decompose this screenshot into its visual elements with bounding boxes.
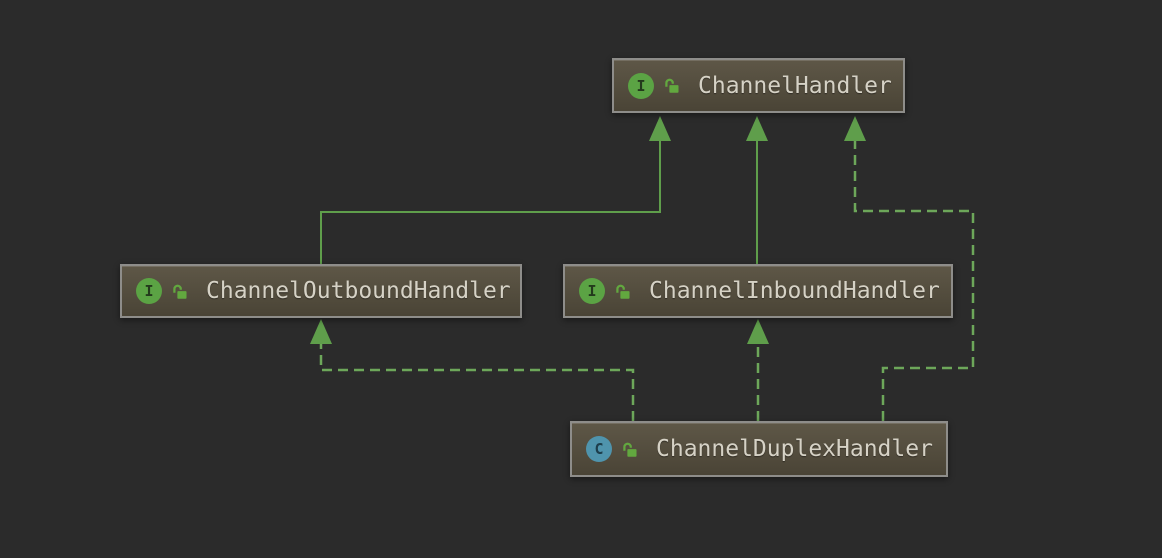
node-channelinboundhandler[interactable]: I ChannelInboundHandler (563, 264, 953, 318)
edge-duplex-implements-inbound (747, 319, 769, 421)
interface-icon: I (579, 278, 605, 304)
unlocked-icon (665, 78, 679, 93)
interface-icon: I (628, 72, 654, 99)
unlocked-icon (616, 284, 630, 299)
edge-outbound-extends-handler (320, 116, 671, 264)
extends-arrowhead (649, 116, 671, 141)
unlocked-icon (173, 284, 187, 299)
edge-duplex-implements-outbound (310, 319, 635, 421)
node-label: ChannelHandler (698, 72, 892, 99)
extends-arrowhead (746, 116, 768, 141)
node-label: ChannelDuplexHandler (656, 436, 933, 462)
implements-arrowhead (310, 319, 332, 344)
edge-inbound-extends-handler (746, 116, 768, 264)
unlocked-icon (623, 442, 637, 457)
node-label: ChannelInboundHandler (649, 278, 940, 304)
node-channelhandler[interactable]: I ChannelHandler (612, 58, 905, 113)
class-icon: C (586, 436, 612, 462)
edge-duplex-implements-handler (844, 116, 975, 421)
implements-arrowhead (844, 116, 866, 141)
interface-icon: I (136, 278, 162, 304)
node-label: ChannelOutboundHandler (206, 278, 511, 304)
node-channeloutboundhandler[interactable]: I ChannelOutboundHandler (120, 264, 522, 318)
implements-arrowhead (747, 319, 769, 344)
node-channelduplexhandler[interactable]: C ChannelDuplexHandler (570, 421, 948, 477)
